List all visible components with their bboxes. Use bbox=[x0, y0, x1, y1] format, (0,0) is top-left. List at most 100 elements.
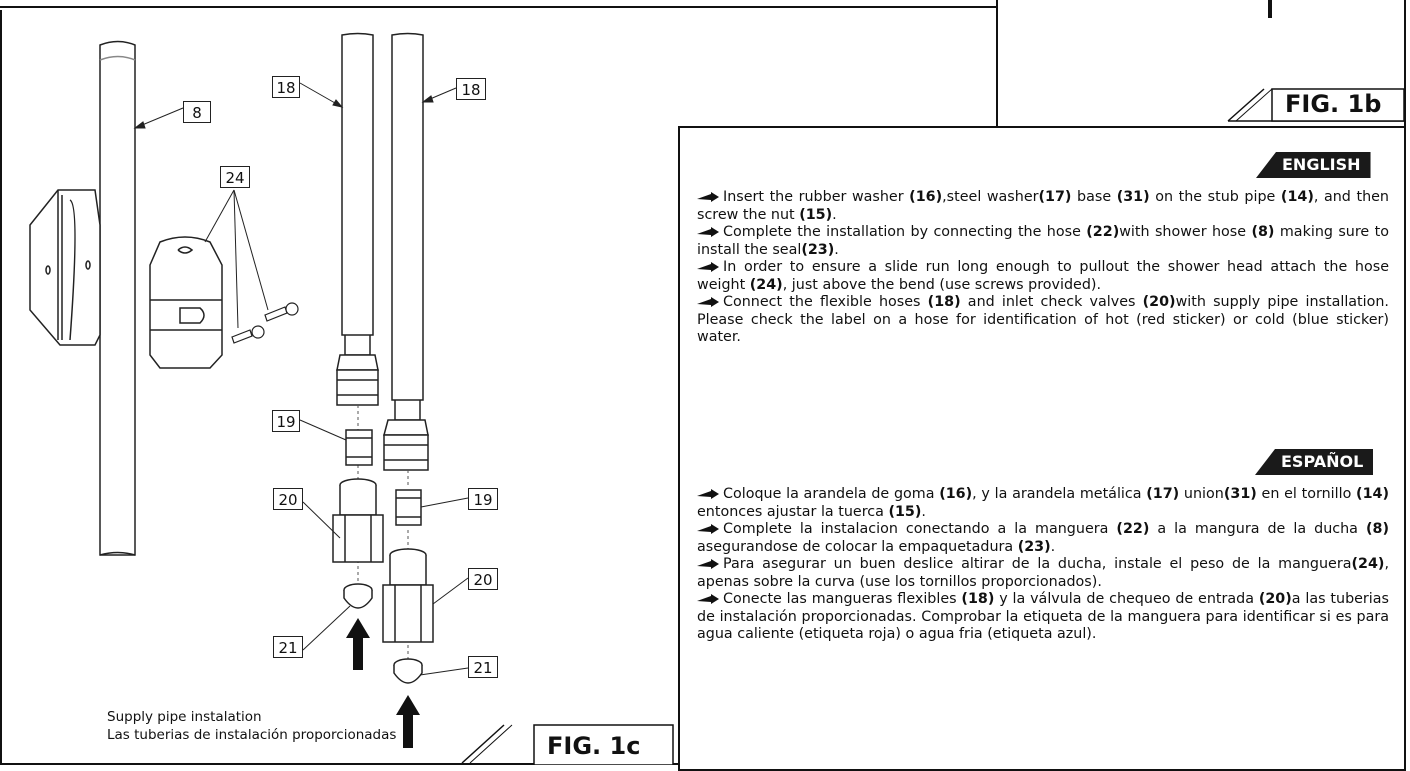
callout-19-right: 19 bbox=[468, 488, 498, 510]
instruction-text: In order to ensure a slide run long enou… bbox=[697, 259, 1389, 293]
screws bbox=[231, 302, 299, 344]
part-reference: (15) bbox=[799, 206, 833, 223]
instruction-text: . bbox=[832, 206, 837, 223]
instruction-paragraph: Insert the rubber washer (16),steel wash… bbox=[697, 189, 1389, 224]
part-reference: (20) bbox=[1142, 294, 1176, 310]
part-reference: (16) bbox=[939, 486, 973, 502]
instruction-paragraph: In order to ensure a slide run long enou… bbox=[697, 259, 1389, 294]
part-reference: (23) bbox=[1017, 538, 1051, 555]
fig-1c-tag-slash bbox=[461, 724, 674, 765]
instruction-text: on the stub pipe bbox=[1149, 189, 1281, 205]
instruction-paragraph: Conecte las mangueras flexibles (18) y l… bbox=[697, 591, 1389, 644]
bullet-arrow-icon bbox=[697, 559, 719, 569]
callout-21-right: 21 bbox=[468, 656, 498, 678]
part-reference: (8) bbox=[1251, 224, 1275, 240]
instruction-text: , y la arandela metálica bbox=[972, 486, 1147, 502]
part-19-left bbox=[345, 429, 373, 466]
instruction-text: base bbox=[1071, 189, 1117, 205]
part-21-right bbox=[393, 658, 423, 684]
instruction-text: Conecte las mangueras flexibles bbox=[723, 591, 962, 607]
instructions-panel bbox=[678, 126, 1406, 771]
instruction-text: en el tornillo bbox=[1256, 486, 1357, 502]
part-reference: (23) bbox=[801, 241, 835, 258]
instruction-text: , apenas sobre la curva (use los tornill… bbox=[697, 556, 1389, 590]
callout-19-left: 19 bbox=[272, 410, 300, 432]
flexible-hose-18-right bbox=[383, 32, 429, 471]
part-reference: (14) bbox=[1356, 486, 1390, 502]
instruction-text: union bbox=[1179, 486, 1224, 502]
check-valve-20-right bbox=[382, 548, 434, 643]
instruction-text: making sure to install the seal bbox=[697, 224, 1389, 258]
fig-1c-label: FIG. 1c bbox=[547, 732, 641, 760]
fig-1b-tag-slash bbox=[1227, 88, 1405, 122]
instruction-text: Coloque la arandela de goma bbox=[723, 486, 940, 502]
bullet-arrow-icon bbox=[697, 297, 719, 307]
flexible-hose-18-left bbox=[336, 32, 379, 406]
instruction-text: with supply pipe installation. Please ch… bbox=[697, 294, 1389, 345]
check-valve-20-left bbox=[332, 478, 384, 563]
part-reference: (24) bbox=[1351, 556, 1385, 572]
top-frame-edge bbox=[0, 0, 998, 8]
fig-1b-fragment bbox=[1268, 0, 1272, 18]
bullet-arrow-icon bbox=[697, 192, 719, 202]
bullet-arrow-icon bbox=[697, 594, 719, 604]
part-reference: (22) bbox=[1116, 521, 1150, 537]
instruction-paragraph: Connect the flexible hoses (18) and inle… bbox=[697, 294, 1389, 347]
instruction-paragraph: Complete the installation by connecting … bbox=[697, 224, 1389, 259]
spanish-instructions: Coloque la arandela de goma (16), y la a… bbox=[697, 486, 1389, 644]
instruction-text: , and then screw the nut bbox=[697, 189, 1389, 223]
installation-illustration bbox=[29, 32, 469, 748]
callout-21-left: 21 bbox=[273, 636, 303, 658]
hose-weight-24 bbox=[149, 236, 223, 369]
instruction-text: , just above the bend (use screws provid… bbox=[782, 276, 1102, 293]
bullet-arrow-icon bbox=[697, 524, 719, 534]
instruction-text: Para asegurar un buen deslice altirar de… bbox=[723, 556, 1352, 572]
part-reference: (17) bbox=[1146, 486, 1180, 502]
callout-20-right: 20 bbox=[468, 568, 498, 590]
instruction-text: entonces ajustar la tuerca bbox=[697, 503, 889, 520]
part-reference: (31) bbox=[1116, 189, 1150, 205]
english-instructions: Insert the rubber washer (16),steel wash… bbox=[697, 189, 1389, 347]
instruction-text: with shower hose bbox=[1119, 224, 1252, 240]
figure-caption: Supply pipe instalation Las tuberias de … bbox=[107, 708, 396, 744]
instruction-text: and inlet check valves bbox=[960, 294, 1143, 310]
instruction-text: . bbox=[1050, 538, 1056, 555]
part-reference: (8) bbox=[1365, 521, 1389, 537]
callout-18-left: 18 bbox=[272, 76, 300, 98]
bullet-arrow-icon bbox=[697, 489, 719, 499]
instruction-paragraph: Coloque la arandela de goma (16), y la a… bbox=[697, 486, 1389, 521]
part-reference: (24) bbox=[749, 276, 783, 293]
bullet-arrow-icon bbox=[697, 262, 719, 272]
callout-20-left: 20 bbox=[273, 488, 303, 510]
caption-line-1: Supply pipe instalation bbox=[107, 709, 262, 725]
instruction-text: a las tuberias de instalación proporcion… bbox=[697, 591, 1389, 642]
instruction-text: Insert the rubber washer bbox=[723, 189, 910, 205]
instruction-text: . bbox=[834, 241, 839, 258]
callout-18-right: 18 bbox=[456, 78, 486, 100]
instruction-text: asegurandose de colocar la empaquetadura bbox=[697, 538, 1018, 555]
english-heading: ENGLISH bbox=[1256, 152, 1371, 178]
spanish-heading: ESPAÑOL bbox=[1255, 449, 1374, 475]
part-reference: (18) bbox=[927, 294, 961, 310]
flow-arrows bbox=[346, 618, 420, 748]
instruction-text: Complete the installation by connecting … bbox=[723, 224, 1087, 240]
part-reference: (17) bbox=[1038, 189, 1072, 205]
bullet-arrow-icon bbox=[697, 227, 719, 237]
callout-8: 8 bbox=[183, 101, 211, 123]
instruction-text: Complete la instalacion conectando a la … bbox=[723, 521, 1117, 537]
instruction-text: . bbox=[921, 503, 926, 520]
shower-hose-8 bbox=[99, 40, 136, 556]
instruction-paragraph: Para asegurar un buen deslice altirar de… bbox=[697, 556, 1389, 591]
instruction-text: ,steel washer bbox=[942, 189, 1039, 205]
part-reference: (20) bbox=[1258, 591, 1292, 607]
part-19-right bbox=[395, 489, 422, 526]
instruction-text: a la mangura de la ducha bbox=[1149, 521, 1366, 537]
part-reference: (15) bbox=[888, 503, 922, 520]
callout-24: 24 bbox=[220, 166, 250, 188]
part-reference: (14) bbox=[1280, 189, 1314, 205]
part-reference: (16) bbox=[909, 189, 943, 205]
caption-line-2: Las tuberias de instalación proporcionad… bbox=[107, 727, 397, 743]
instruction-paragraph: Complete la instalacion conectando a la … bbox=[697, 521, 1389, 556]
part-reference: (31) bbox=[1223, 486, 1257, 502]
fig-1b-label: FIG. 1b bbox=[1285, 90, 1382, 118]
